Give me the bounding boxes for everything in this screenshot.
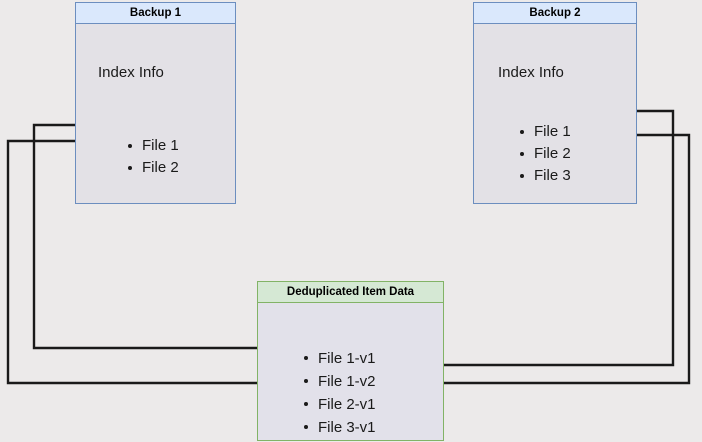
list-item: File 3-v1 — [303, 416, 376, 439]
node-backup2[interactable]: Backup 2 Index Info File 1 File 2 File 3 — [473, 2, 637, 204]
connector-backup2-file2-to-dedup-file2v1 — [397, 133, 691, 387]
backup2-index-info-label: Index Info — [498, 64, 564, 81]
connector-backup1-file2-to-dedup-file2v1 — [6, 139, 298, 387]
backup1-index-info-label: Index Info — [98, 64, 164, 81]
list-item: File 2 — [127, 157, 179, 179]
list-item: File 1 — [127, 135, 179, 157]
dedup-file-list: File 1-v1 File 1-v2 File 2-v1 File 3-v1 — [303, 347, 376, 439]
node-backup1[interactable]: Backup 1 Index Info File 1 File 2 — [75, 2, 236, 204]
list-item: File 2-v1 — [303, 393, 376, 416]
list-item: File 1-v2 — [303, 370, 376, 393]
node-backup1-header: Backup 1 — [76, 3, 235, 24]
list-item: File 1-v1 — [303, 347, 376, 370]
node-dedup-body: File 1-v1 File 1-v2 File 2-v1 File 3-v1 — [258, 303, 443, 440]
node-backup2-header: Backup 2 — [474, 3, 636, 24]
list-item: File 3 — [519, 165, 571, 187]
node-backup2-body: Index Info File 1 File 2 File 3 — [474, 24, 636, 203]
list-item: File 2 — [519, 143, 571, 165]
node-dedup-header: Deduplicated Item Data — [258, 282, 443, 303]
backup1-file-list: File 1 File 2 — [127, 135, 179, 179]
node-backup1-body: Index Info File 1 File 2 — [76, 24, 235, 203]
list-item: File 1 — [519, 121, 571, 143]
node-deduplicated-item-data[interactable]: Deduplicated Item Data File 1-v1 File 1-… — [257, 281, 444, 441]
backup2-file-list: File 1 File 2 File 3 — [519, 121, 571, 187]
